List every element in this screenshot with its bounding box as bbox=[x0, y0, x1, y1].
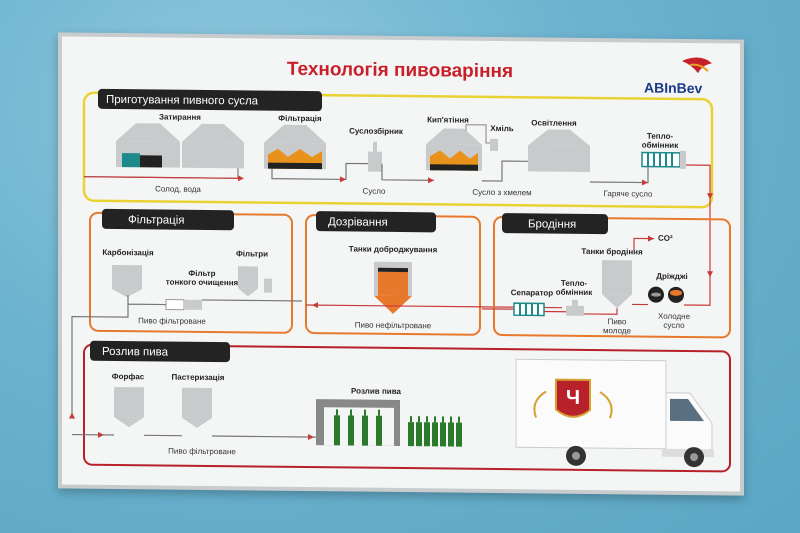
mashing-vessel-2 bbox=[182, 123, 244, 169]
wort-collector bbox=[368, 141, 382, 172]
hot-wort-pipe bbox=[686, 164, 711, 280]
label-maturation-tanks: Танки доброджування bbox=[349, 244, 438, 254]
flow-label-bottling: Пиво фільтроване bbox=[168, 447, 236, 457]
bottling-section-header bbox=[90, 340, 230, 363]
fermentation-section-header bbox=[502, 213, 608, 235]
flow-label-unfiltered: Пиво нефільтроване bbox=[355, 321, 432, 331]
label-co2: CO² bbox=[658, 234, 673, 243]
kieselguhr-filters bbox=[238, 266, 272, 297]
poster-frame: Технологія пивоваріння ABInBev Приготува… bbox=[58, 32, 744, 496]
delivery-truck: Ч bbox=[515, 358, 714, 468]
lauter-tun bbox=[264, 124, 326, 170]
bottles-in-machine bbox=[334, 409, 382, 446]
label-filters: Фільтри bbox=[236, 249, 268, 258]
fine-filter bbox=[165, 299, 202, 311]
page-title: Технологія пивоваріння bbox=[287, 59, 513, 82]
maturation-tank bbox=[374, 261, 412, 314]
label-fermentation-tanks: Танки бродіння bbox=[581, 247, 643, 257]
wort-section-header bbox=[98, 88, 322, 112]
label-separator: Сепаратор bbox=[511, 288, 554, 297]
bottled-beer bbox=[408, 416, 462, 447]
whirlpool bbox=[528, 129, 590, 172]
label-yeast: Дріжджі bbox=[656, 272, 687, 281]
brewing-diagram: Технологія пивоваріння ABInBev Приготува… bbox=[69, 57, 731, 473]
pasteurizer bbox=[182, 387, 212, 428]
brand-shield-icon bbox=[555, 378, 591, 418]
label-boiling: Кип'ятіння bbox=[427, 115, 469, 124]
wort-section-border bbox=[82, 91, 714, 209]
filtered-beer-pipe bbox=[71, 295, 302, 419]
filtration-section-title: Фільтрація bbox=[128, 214, 185, 227]
flow-label-hot-wort: Гаряче сусло bbox=[604, 189, 654, 199]
bottling-machine bbox=[316, 399, 400, 446]
maturation-section-header bbox=[316, 211, 436, 233]
carbonization-tank bbox=[112, 264, 142, 290]
maturation-section-title: Дозрівання bbox=[328, 216, 388, 229]
label-collector: Суслозбірник bbox=[349, 126, 404, 136]
label-pasteurization: Пастеризація bbox=[172, 373, 225, 383]
label-fine-filter: Фільтртонкого очищення bbox=[166, 269, 239, 288]
label-clarification: Освітлення bbox=[531, 118, 577, 127]
fermentation-tank bbox=[602, 260, 632, 309]
boiling-kettle bbox=[426, 123, 498, 171]
flow-label-wort: Сусло bbox=[363, 187, 386, 196]
wheat-ears-icon bbox=[533, 390, 613, 419]
fermentation-pipe bbox=[482, 279, 711, 315]
label-ferm-heat-exchanger: Тепло-обмінник bbox=[556, 279, 593, 297]
mashing-vessel bbox=[116, 123, 180, 168]
truck-logo-letter: Ч bbox=[566, 387, 580, 409]
flow-label-malt-water: Солод, вода bbox=[155, 184, 201, 193]
flow-label-filtered: Пиво фільтроване bbox=[138, 316, 206, 326]
flow-arrow bbox=[238, 175, 244, 182]
abinbev-logo: ABInBev bbox=[644, 57, 712, 96]
fermentation-section-title: Бродіння bbox=[528, 218, 576, 231]
label-cold-wort: Холоднесусло bbox=[658, 312, 691, 330]
wort-section-title: Приготування пивного сусла bbox=[106, 94, 259, 108]
fermentation-section-border bbox=[493, 216, 731, 339]
logo-text: ABInBev bbox=[644, 80, 703, 97]
label-filtration: Фільтрація bbox=[278, 114, 322, 123]
label-forfas: Форфас bbox=[112, 372, 145, 381]
poster-board: Технологія пивоваріння ABInBev Приготува… bbox=[62, 36, 740, 492]
label-young-beer: Пивомолоде bbox=[603, 317, 631, 335]
hops-dosing bbox=[490, 138, 498, 152]
label-carbonization: Карбонізація bbox=[102, 248, 154, 258]
plate-heat-exchanger bbox=[641, 150, 686, 169]
bottling-section-border bbox=[83, 343, 731, 473]
ferm-heat-exchanger bbox=[566, 299, 584, 316]
flow-label-hopped-wort: Сусло з хмелем bbox=[472, 188, 531, 198]
separator bbox=[513, 302, 545, 317]
truck-windshield bbox=[670, 398, 704, 422]
label-hops: Хміль bbox=[490, 124, 514, 133]
label-heat-exchanger: Тепло-обмінник bbox=[642, 132, 679, 150]
label-bottling: Розлив пива bbox=[351, 386, 401, 396]
bottling-section-title: Розлив пива bbox=[102, 346, 169, 359]
bottling-pipe bbox=[72, 433, 316, 438]
buffer-tank bbox=[114, 386, 144, 428]
label-mashing: Затирання bbox=[159, 112, 201, 121]
filtration-section-header bbox=[102, 208, 234, 231]
